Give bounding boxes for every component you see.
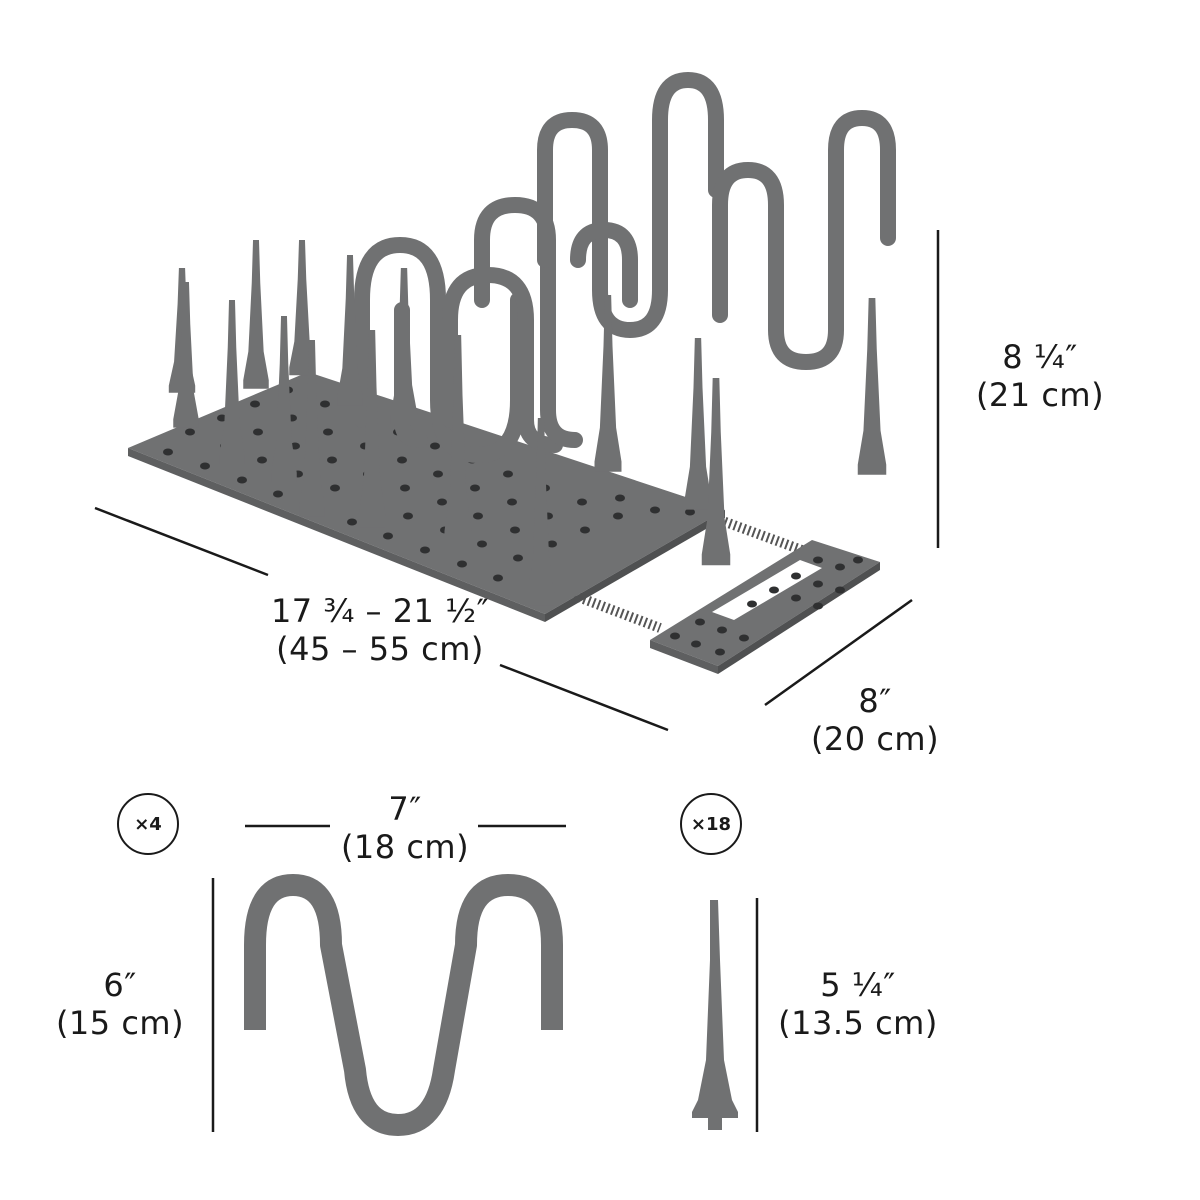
- divider-width-label: 7″(18 cm): [340, 790, 470, 866]
- extension-plate: [650, 540, 880, 666]
- rack-base-plate: [128, 372, 725, 614]
- divider-height-label: 6″(15 cm): [55, 966, 185, 1042]
- rack-length-label: 17 ¾ – 21 ½″(45 – 55 cm): [270, 592, 490, 668]
- peg-quantity: ×18: [690, 813, 732, 835]
- rack-height-label: 8 ¼″(21 cm): [975, 338, 1105, 414]
- rack-depth-line: [764, 598, 913, 707]
- assembled-rack-icon: [128, 72, 896, 674]
- divider-quantity: ×4: [134, 813, 162, 835]
- dimension-lines: [94, 230, 940, 1132]
- rack-length-line-left: [94, 506, 269, 577]
- rack-length-line-right: [499, 663, 669, 732]
- s-shaped-divider-icon: [244, 874, 563, 1136]
- extension-plate-holes: [670, 556, 863, 656]
- rack-depth-label: 8″(20 cm): [810, 682, 940, 758]
- tapered-peg-icon: [692, 900, 738, 1130]
- divider-quantity-badge: ×4: [117, 793, 179, 855]
- peg-quantity-badge: ×18: [680, 793, 742, 855]
- peg-height-label: 5 ¼″(13.5 cm): [778, 966, 938, 1042]
- rack-dividers: [354, 72, 896, 463]
